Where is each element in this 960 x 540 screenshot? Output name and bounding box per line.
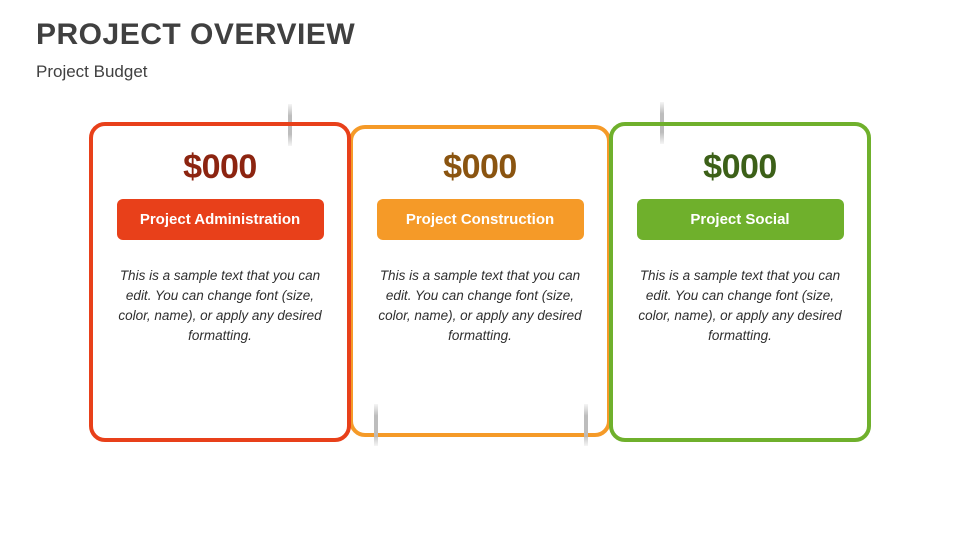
card-project-administration: $000 Project Administration This is a sa… [93, 145, 347, 346]
card-outline-project-administration[interactable] [89, 122, 351, 442]
badge-project-social[interactable]: Project Social [636, 199, 844, 240]
badge-project-administration[interactable]: Project Administration [116, 199, 324, 240]
page-subtitle: Project Budget [36, 62, 148, 81]
card-body-text: This is a sample text that you can edit.… [118, 268, 322, 343]
amount-value: $000 [183, 148, 257, 186]
amount-value: $000 [703, 148, 777, 186]
card-body-text: This is a sample text that you can edit.… [378, 268, 582, 343]
card-outline-project-social[interactable] [609, 122, 871, 442]
badge-project-construction[interactable]: Project Construction [376, 199, 584, 240]
card-project-social: $000 Project Social This is a sample tex… [613, 145, 867, 346]
card-project-construction: $000 Project Construction This is a samp… [353, 145, 607, 346]
page-title: PROJECT OVERVIEW [36, 18, 356, 51]
amount-value: $000 [443, 148, 517, 186]
card-body-text: This is a sample text that you can edit.… [638, 268, 842, 343]
tick-mark-bottom-left-card [374, 404, 378, 446]
tick-mark-bottom-right-card [584, 404, 588, 446]
